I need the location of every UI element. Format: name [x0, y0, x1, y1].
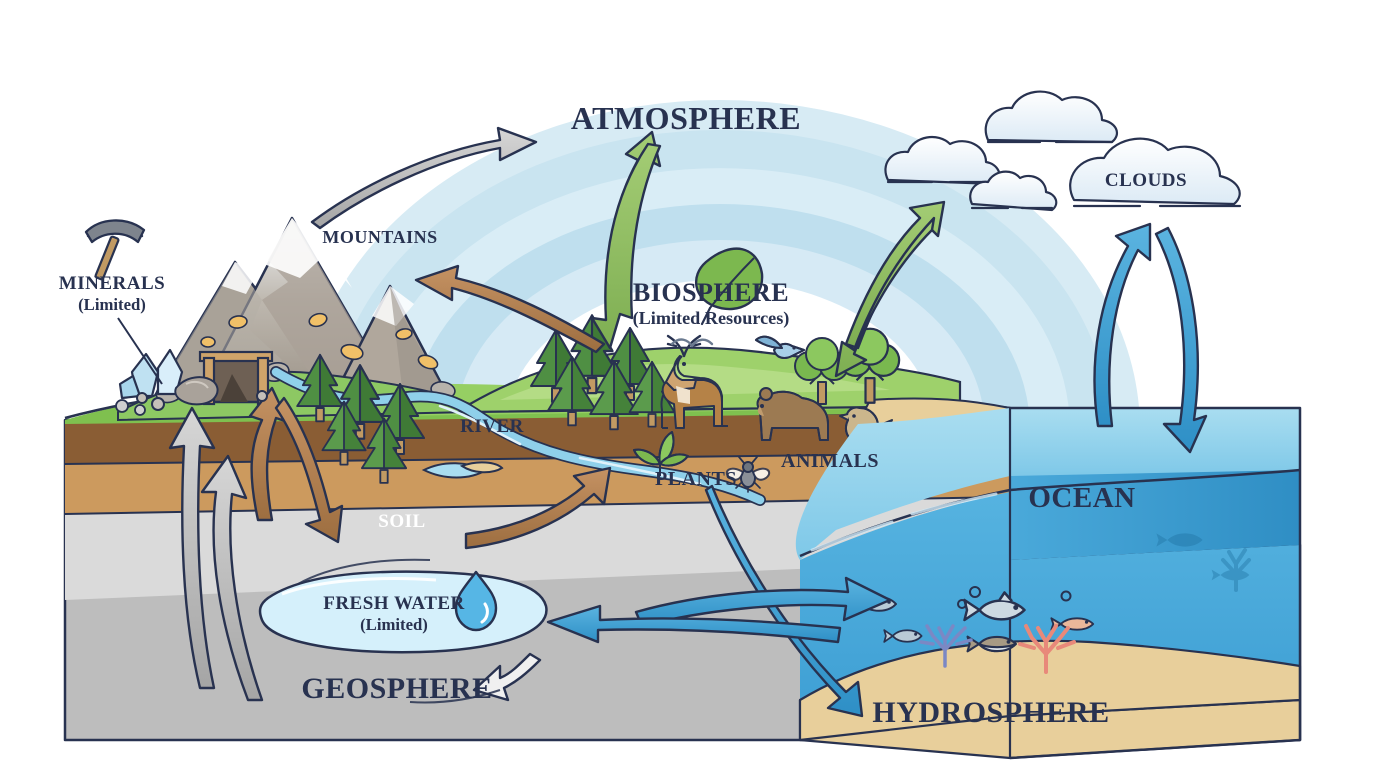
deer-icon — [660, 334, 728, 429]
label-hydrosphere: HYDROSPHERE — [872, 696, 1110, 729]
arrow-to-hydrosphere — [634, 576, 892, 628]
label-fresh-water: FRESH WATER (Limited) — [314, 593, 474, 634]
arrow-biosphere-down-left — [590, 142, 662, 350]
forest-left — [296, 353, 425, 484]
label-fresh-water-sub: (Limited) — [360, 614, 428, 634]
leaf-icon — [694, 247, 764, 326]
label-geosphere: GEOSPHERE — [301, 672, 493, 705]
arrow-biosphere-down-right — [834, 216, 936, 378]
arrow-soil-down — [274, 396, 344, 544]
bird-flying-icon — [755, 335, 805, 359]
arrow-mountains-to-atmosphere — [310, 126, 538, 230]
label-ocean: OCEAN — [1028, 482, 1136, 514]
ocean-illustration — [795, 406, 1302, 760]
mineral-crystals-icon — [115, 348, 184, 416]
label-biosphere-main: BIOSPHERE — [632, 278, 790, 307]
shrub-icon — [633, 431, 689, 476]
arrow-geosphere-up-outer — [168, 406, 216, 690]
arrow-geosphere-up-inner — [200, 454, 264, 702]
arrow-atmosphere-to-mountains — [414, 264, 606, 354]
label-animals: ANIMALS — [781, 450, 879, 472]
label-minerals: MINERALS (Limited) — [46, 273, 178, 314]
geosphere-connector-lines — [297, 558, 501, 704]
arrow-freshwater-to-geosphere — [472, 652, 542, 702]
forest-center — [530, 314, 676, 431]
arrow-plants-to-ocean — [704, 484, 864, 718]
label-atmosphere: ATMOSPHERE — [570, 100, 802, 136]
label-mountains: MOUNTAINS — [322, 227, 438, 247]
broadleaf-trees — [794, 327, 901, 405]
label-biosphere-sub: (Limited Resources) — [632, 307, 790, 328]
pickaxe-icon — [84, 219, 146, 281]
label-soil: SOIL — [378, 511, 426, 532]
arrow-ocean-evaporation — [1093, 222, 1152, 428]
label-river: RIVER — [460, 416, 524, 437]
label-clouds: CLOUDS — [1104, 170, 1188, 191]
label-minerals-sub: (Limited) — [78, 294, 146, 314]
label-fresh-water-main: FRESH WATER — [323, 593, 465, 614]
label-minerals-main: MINERALS — [58, 273, 166, 294]
clouds-illustration — [884, 90, 1242, 212]
bear-icon — [756, 387, 829, 441]
ocean-side-silhouettes — [1156, 533, 1251, 592]
water-drop-icon — [454, 570, 498, 632]
surface-rocks — [136, 376, 268, 411]
coral-group — [919, 624, 1076, 674]
arrow-ocean-to-freshwater — [546, 604, 842, 644]
label-biosphere: BIOSPHERE (Limited Resources) — [566, 278, 856, 329]
arrow-soil-to-river — [464, 466, 612, 550]
label-plants: PLANTS — [655, 468, 737, 490]
arrow-cloud-precipitation — [1154, 226, 1208, 454]
insect-icon — [725, 456, 771, 493]
